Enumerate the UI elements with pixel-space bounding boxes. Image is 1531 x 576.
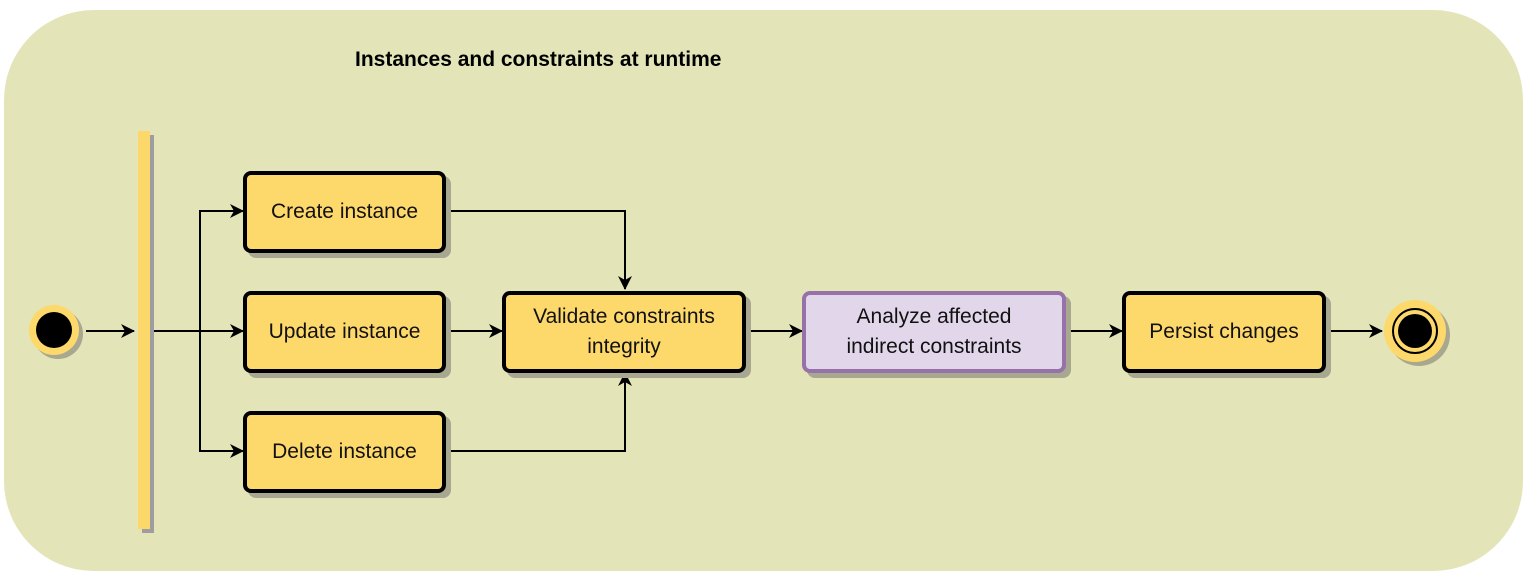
fork-bar-icon — [138, 131, 150, 529]
analyze-constraints-label-line2: indirect constraints — [846, 335, 1022, 358]
delete-instance-label: Delete instance — [272, 440, 417, 463]
validate-constraints-label-line2: integrity — [587, 335, 661, 358]
initial-node-dot — [36, 312, 72, 348]
persist-changes-node[interactable]: Persist changes — [1122, 291, 1326, 373]
final-node-ring — [1392, 308, 1438, 354]
edge-delete-to-validate — [448, 372, 632, 452]
create-instance-node[interactable]: Create instance — [243, 171, 446, 253]
update-instance-label: Update instance — [268, 320, 421, 343]
edge-create-to-validate — [448, 210, 632, 290]
analyze-constraints-node[interactable]: Analyze affected indirect constraints — [802, 291, 1066, 373]
analyze-constraints-label-line1: Analyze affected — [856, 305, 1012, 328]
final-node-dot — [1398, 314, 1432, 348]
delete-instance-node[interactable]: Delete instance — [243, 411, 446, 493]
initial-node-icon — [29, 305, 79, 355]
final-node-icon — [1384, 300, 1446, 362]
update-instance-node[interactable]: Update instance — [243, 291, 446, 373]
validate-constraints-label-line1: Validate constraints — [533, 305, 715, 328]
create-instance-label: Create instance — [270, 200, 419, 223]
edge-fork-to-create — [199, 204, 244, 331]
validate-constraints-node[interactable]: Validate constraints integrity — [502, 291, 746, 373]
diagram-title: Instances and constraints at runtime — [355, 48, 722, 71]
edge-fork-to-delete — [199, 331, 244, 458]
persist-changes-label: Persist changes — [1149, 320, 1299, 343]
